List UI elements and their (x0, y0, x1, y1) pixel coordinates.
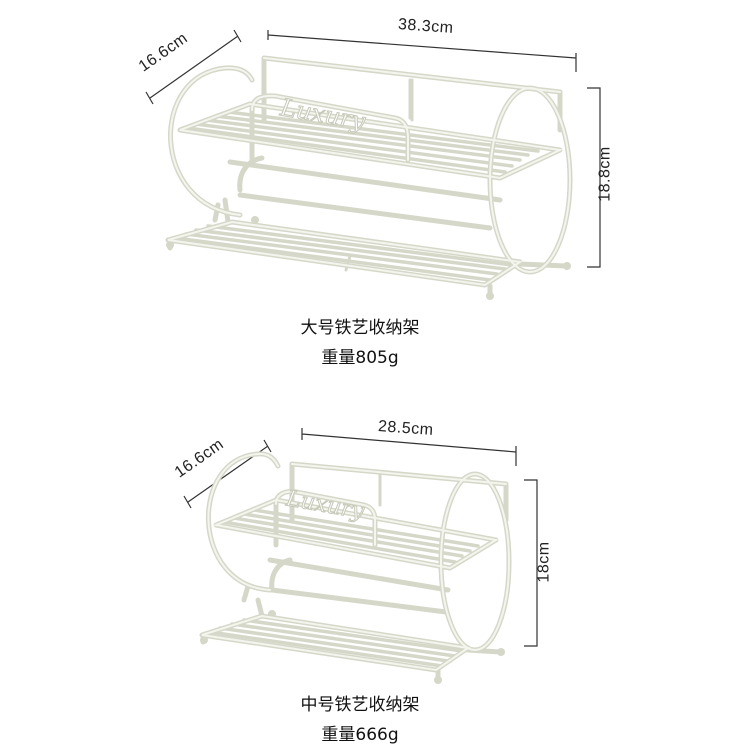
large-dimension-lines (145, 29, 601, 268)
large-height-label: 18.8cm (596, 146, 614, 202)
medium-width-label: 28.5cm (377, 418, 435, 439)
large-product-name: 大号铁艺收纳架 (300, 318, 420, 338)
medium-rack-inner (201, 452, 510, 672)
large-rack-feet (166, 216, 571, 300)
medium-product-name: 中号铁艺收纳架 (300, 695, 420, 715)
large-rack-inner (167, 57, 571, 287)
medium-product-weight: 重量666g (321, 725, 399, 745)
medium-rack-feet (200, 610, 505, 684)
large-product-weight: 重量805g (321, 348, 399, 368)
large-width-label: 38.3cm (397, 16, 455, 37)
medium-logo: Luxury (283, 486, 366, 524)
medium-rack (199, 451, 512, 683)
medium-height-label: 18cm (535, 541, 553, 583)
medium-dimension-lines (183, 428, 538, 647)
